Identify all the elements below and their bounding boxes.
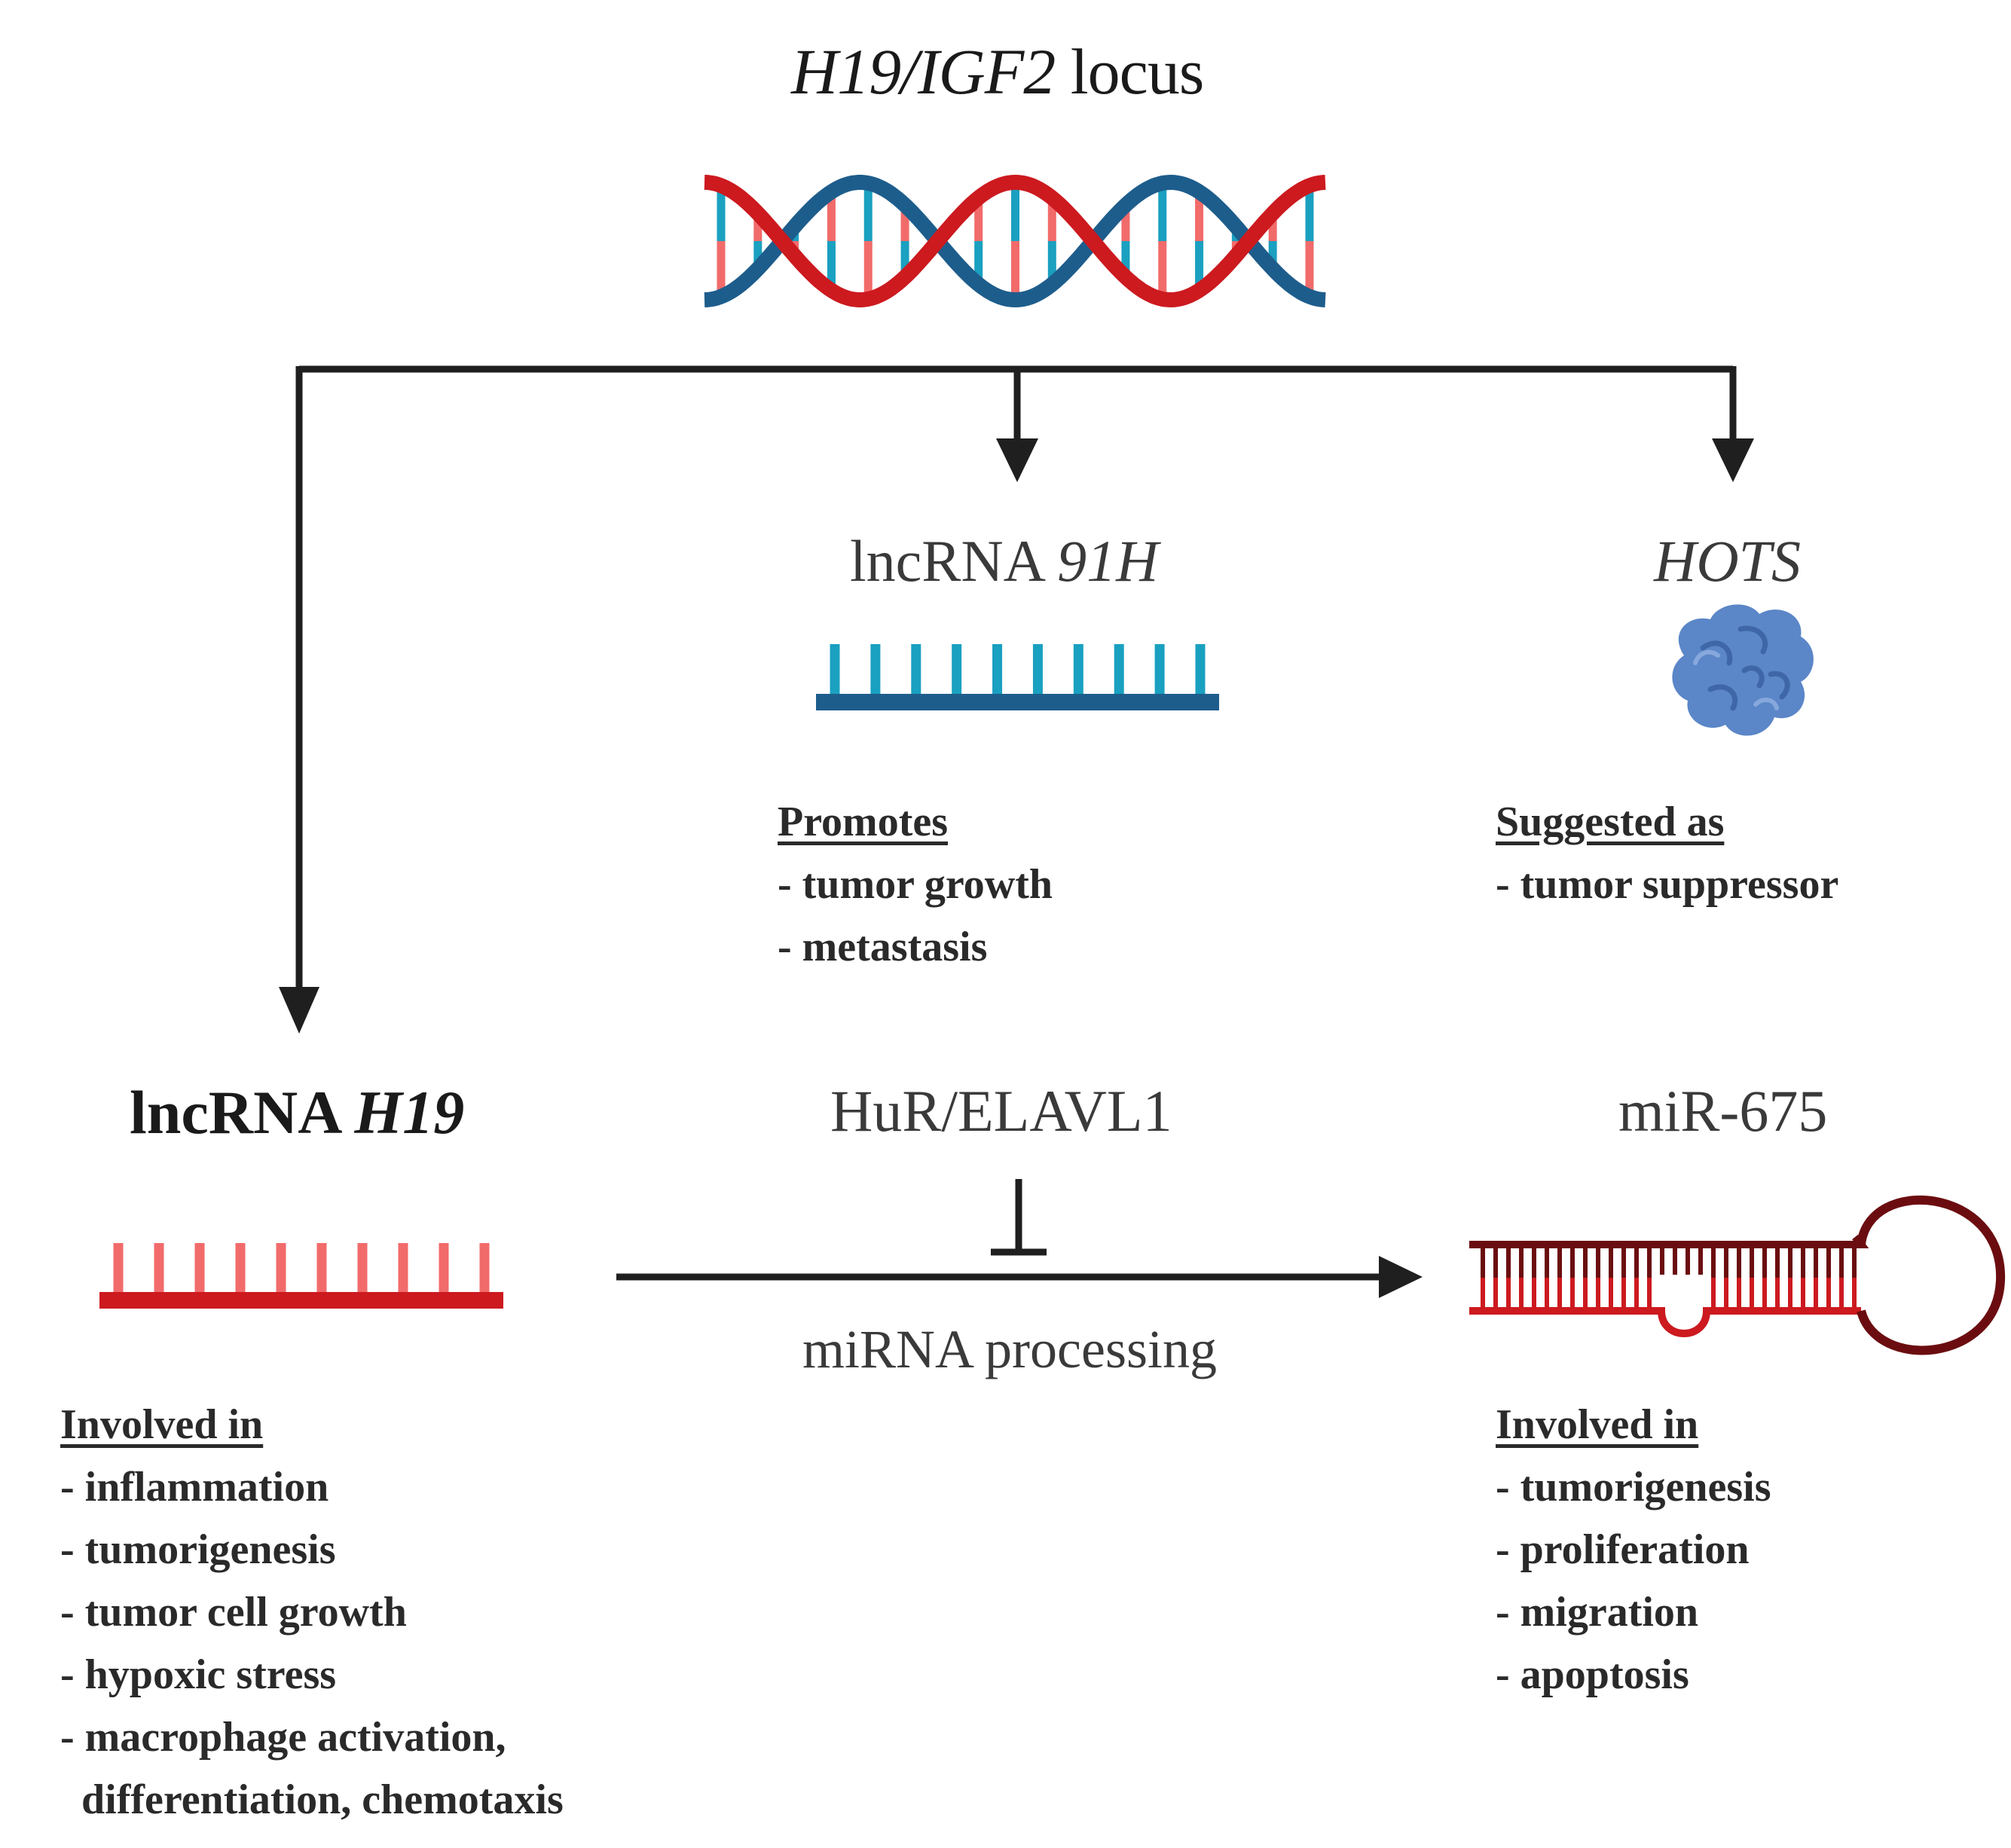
list-item: - apoptosis <box>1496 1651 1689 1698</box>
arrowhead-h19 <box>279 987 319 1034</box>
list-item: - metastasis <box>778 924 988 970</box>
node-hur-label: HuR/ELAVL1 <box>830 1078 1172 1144</box>
lncrna-h19-icon <box>99 1243 503 1309</box>
node-91h-prefix: lncRNA <box>850 528 1058 594</box>
list-item: - tumorigenesis <box>1496 1464 1771 1510</box>
node-h19-label: lncRNA H19 <box>130 1077 464 1148</box>
list-mir-heading: Involved in <box>1496 1401 1699 1448</box>
node-h19-prefix: lncRNA <box>130 1078 355 1147</box>
arrowhead-91h <box>996 438 1038 482</box>
list-h19-heading: Involved in <box>60 1401 264 1448</box>
dna-strand-red <box>704 174 1326 308</box>
list-item: - tumor cell growth <box>60 1589 407 1636</box>
list-item: - macrophage activation, <box>60 1714 506 1761</box>
dna-strand-blue <box>704 174 1326 308</box>
hairpin-top-strand <box>1469 1234 1869 1248</box>
list-item: - hypoxic stress <box>60 1651 337 1698</box>
list-mir: Involved in - tumorigenesis - proliferat… <box>1496 1394 1771 1706</box>
list-91h-heading: Promotes <box>778 799 948 845</box>
node-hots-label: HOTS <box>1654 527 1801 595</box>
arrowhead-hots <box>1712 438 1754 482</box>
locus-title-suffix: locus <box>1055 35 1205 108</box>
hur-inhibition-symbol <box>991 1179 1047 1256</box>
list-item: - tumor growth <box>778 861 1053 908</box>
list-item: - tumorigenesis <box>60 1526 336 1573</box>
branch-arrowheads <box>279 438 1754 1034</box>
hairpin-loop <box>1857 1196 2006 1355</box>
locus-title-gene: H19/IGF2 <box>791 35 1056 108</box>
locus-title: H19/IGF2 locus <box>791 34 1205 109</box>
hairpin-bottom-strand <box>1469 1307 1861 1337</box>
node-hots-gene: HOTS <box>1654 528 1802 594</box>
list-item: differentiation, chemotaxis <box>60 1776 564 1823</box>
locus-branch-connectors <box>295 365 1737 987</box>
list-item: - inflammation <box>60 1464 329 1510</box>
list-h19: Involved in - inflammation - tumorigenes… <box>60 1394 564 1831</box>
node-91h-gene: 91H <box>1057 528 1159 594</box>
node-h19-gene: H19 <box>354 1078 465 1147</box>
dna-helix-icon <box>704 174 1326 308</box>
list-hots: Suggested as - tumor suppressor <box>1496 791 1838 916</box>
list-item: - tumor suppressor <box>1496 861 1839 908</box>
node-91h-label: lncRNA 91H <box>850 527 1159 595</box>
list-item: - proliferation <box>1496 1526 1750 1573</box>
list-hots-heading: Suggested as <box>1496 799 1725 845</box>
list-item: - migration <box>1496 1589 1699 1636</box>
hots-protein-icon <box>1672 604 1814 736</box>
edge-processing-label: miRNA processing <box>802 1319 1217 1379</box>
list-91h: Promotes - tumor growth - metastasis <box>778 791 1053 979</box>
lncrna-91h-icon <box>816 644 1219 710</box>
node-mir-label: miR-675 <box>1618 1078 1828 1144</box>
mir-675-hairpin-icon <box>1469 1196 2006 1355</box>
mirna-processing-arrow <box>616 1256 1423 1298</box>
